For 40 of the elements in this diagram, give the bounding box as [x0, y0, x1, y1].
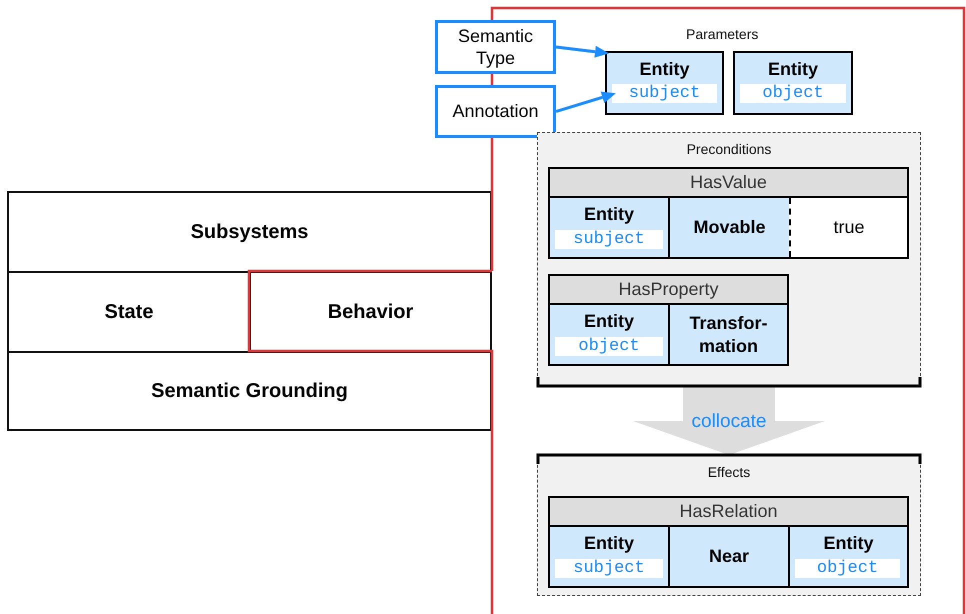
group-title: Effects	[706, 464, 752, 480]
layer-label: Subsystems	[190, 220, 308, 244]
condition-group	[537, 455, 921, 596]
parameter-box	[733, 51, 853, 115]
annotation-box	[435, 20, 556, 74]
predicate-header: HasValue	[550, 169, 907, 198]
entity-label: Entity	[766, 59, 819, 80]
variable-tag: object	[795, 559, 900, 578]
annotation-box	[435, 85, 556, 138]
variable-tag: object	[740, 84, 846, 103]
arrow	[556, 46, 609, 58]
section-label: Parameters	[686, 26, 758, 42]
entity-label: Entity	[822, 533, 874, 554]
layer-box	[7, 351, 492, 431]
layer-label: Semantic Grounding	[151, 380, 348, 402]
layer-box	[7, 191, 492, 273]
group-title: Preconditions	[686, 141, 772, 157]
parameter-box	[605, 51, 724, 115]
layer-label: Behavior	[328, 300, 414, 324]
entity-label: Entity	[582, 311, 635, 332]
variable-tag: subject	[612, 84, 717, 103]
variable-tag: subject	[555, 559, 663, 578]
arrow	[556, 92, 616, 113]
predicate-table	[548, 167, 909, 259]
entity-label: Entity	[582, 204, 635, 225]
entity-label: Entity	[582, 533, 635, 554]
variable-tag: subject	[555, 230, 663, 249]
predicate-header: HasProperty	[550, 276, 787, 305]
value-cell: true	[789, 198, 907, 257]
entity-label: Entity	[638, 59, 690, 80]
block-arrow	[633, 386, 825, 455]
annotation-label: Semantic Type	[456, 24, 534, 70]
predicate-header: HasRelation	[550, 498, 907, 527]
layer-label: State	[104, 300, 154, 324]
predicate-table	[548, 496, 909, 588]
edge-label: collocate	[692, 411, 766, 433]
annotation-label: Annotation	[452, 100, 539, 123]
condition-group	[537, 132, 921, 386]
predicate-table	[548, 274, 789, 366]
variable-tag: object	[555, 337, 663, 356]
